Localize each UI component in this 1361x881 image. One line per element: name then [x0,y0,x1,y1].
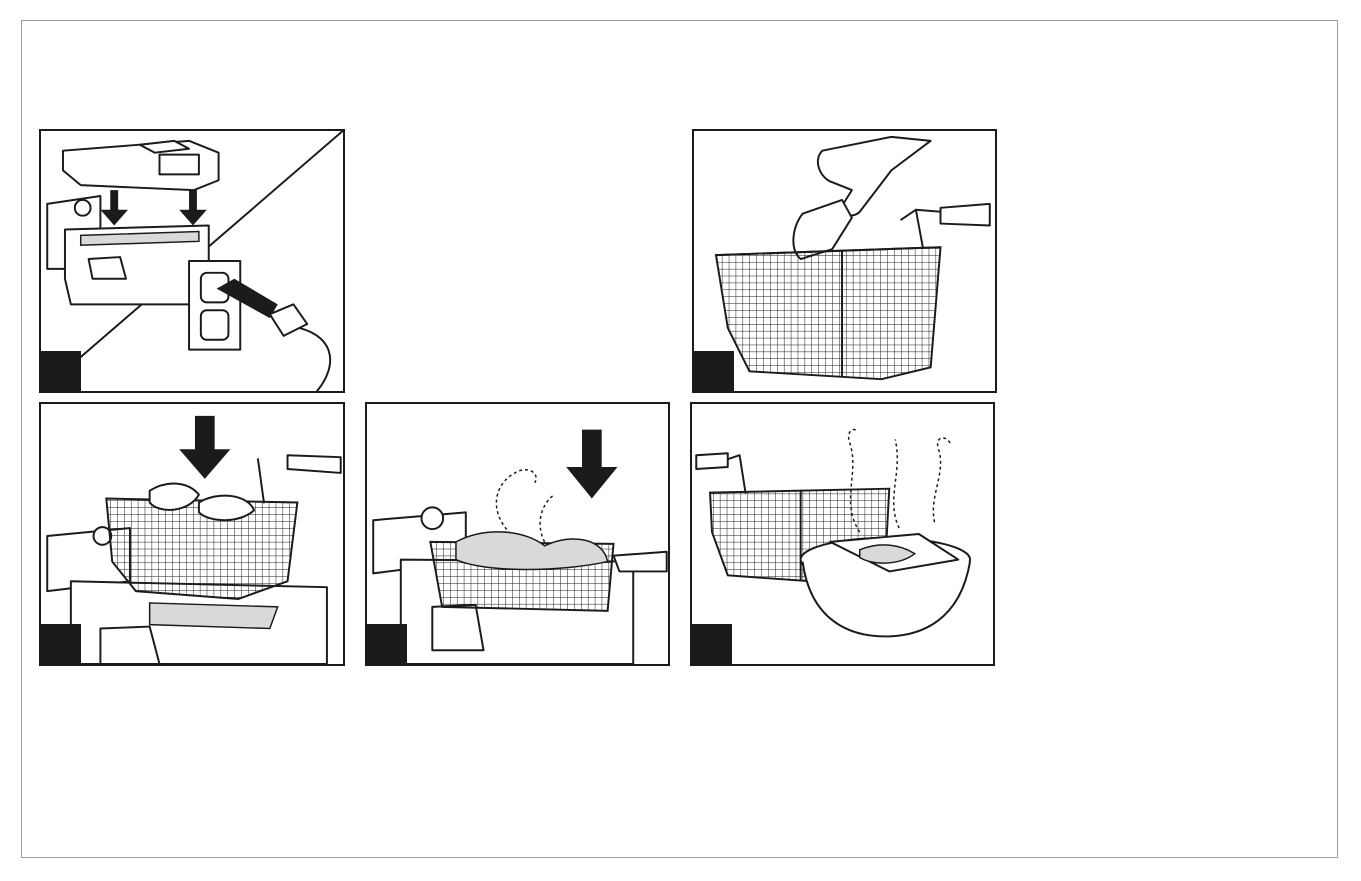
basket-icon [106,455,340,599]
plug-icon [270,304,330,391]
illustration-lower-basket [41,404,343,664]
illustration-frying [367,404,668,664]
illustration-serve [692,404,993,664]
step-panel-frying [365,402,670,666]
down-arrow-icon [566,430,617,499]
down-arrow-icon [179,416,230,479]
step-number-badge [41,624,81,664]
steam-icon [894,439,899,528]
steam-icon [540,495,554,542]
outlet-icon [189,261,240,350]
bowl-icon [801,534,970,636]
step-panel-lower-basket [39,402,345,666]
step-panel-serve [690,402,995,666]
down-arrow-icon [179,190,207,225]
basket-icon [716,204,990,379]
steam-icon [496,470,536,538]
step-number-badge [692,624,732,664]
hand-icon [793,137,930,259]
fryer-lid [63,141,219,190]
down-arrow-icon [100,190,128,225]
step-panel-load-basket [692,129,997,393]
step-number-badge [41,351,81,391]
steam-icon [933,438,950,522]
illustration-load-basket [694,131,995,391]
step-number-badge [367,624,407,664]
step-number-badge [694,351,734,391]
step-panel-assemble-and-plug [39,129,345,393]
illustration-assemble-plug [41,131,343,391]
